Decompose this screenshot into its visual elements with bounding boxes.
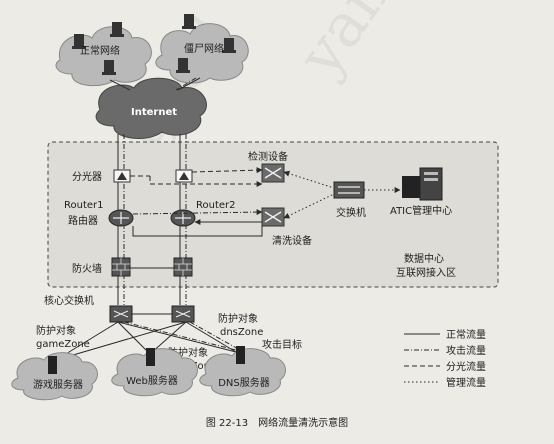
split-traffic-links [130,167,263,187]
figure-caption: 图 22-13 网络流量清洗示意图 [206,416,348,429]
zone-label-line1: 数据中心 [404,252,444,265]
router1-icon [108,209,134,227]
server-links [55,321,241,361]
web-server-cloud [111,348,198,397]
splitter-label: 分光器 [72,170,102,183]
internet-cloud [95,77,207,139]
switch-icon [333,181,365,199]
web-server-label: Web服务器 [126,374,178,387]
dns-protect-label: 防护对象 [218,312,258,325]
atic-server-icon [402,167,443,201]
detector-icon [261,163,285,183]
normal-network-label: 正常网络 [80,44,120,57]
attack-target-label: 攻击目标 [262,338,302,351]
legend-label: 分光流量 [446,360,486,373]
router2-label: Router2 [196,200,236,211]
cleaner-icon [261,207,285,227]
game-protect-label: 防护对象 [36,324,76,337]
dns-server-cloud [199,346,286,397]
legend: 正常流量 攻击流量 分光流量 管理流量 [404,328,486,389]
switch-label: 交换机 [336,206,366,219]
zone-label-line2: 互联网接入区 [396,266,456,279]
svg-text:yang_ed: yang_ed [284,0,486,89]
splitter-icon [113,169,193,183]
legend-label: 管理流量 [446,376,486,389]
clean-links [132,209,263,237]
game-server-label: 游戏服务器 [33,378,83,391]
firewall-label: 防火墙 [72,262,102,275]
game-server-cloud [11,352,98,401]
dns-zone-label: dnsZone [220,327,263,338]
cleaner-label: 清洗设备 [272,234,312,247]
legend-item: 攻击流量 [404,344,486,357]
detector-label: 检测设备 [248,150,288,163]
router1-label: Router1 [64,200,104,211]
cloud-links [109,77,201,91]
bot-pc-icon [176,14,236,73]
normal-pc-icon [72,22,124,75]
dns-server-label: DNS服务器 [218,376,270,389]
core-switch-icon [109,305,195,323]
firewall-icon [111,257,193,277]
atic-label: ATIC管理中心 [390,204,452,217]
legend-label: 攻击流量 [446,344,486,357]
router2-icon [170,209,196,227]
legend-item: 管理流量 [404,376,486,389]
management-links [283,170,401,219]
game-zone-label: gameZone [36,339,90,350]
core-switch-label: 核心交换机 [44,294,94,307]
legend-item: 正常流量 [404,328,486,341]
legend-item: 分光流量 [404,360,486,373]
internet-label: Internet [131,107,177,118]
botnet-label: 僵尸网络 [184,42,224,55]
router-cn-label: 路由器 [68,214,98,227]
legend-label: 正常流量 [446,328,486,341]
